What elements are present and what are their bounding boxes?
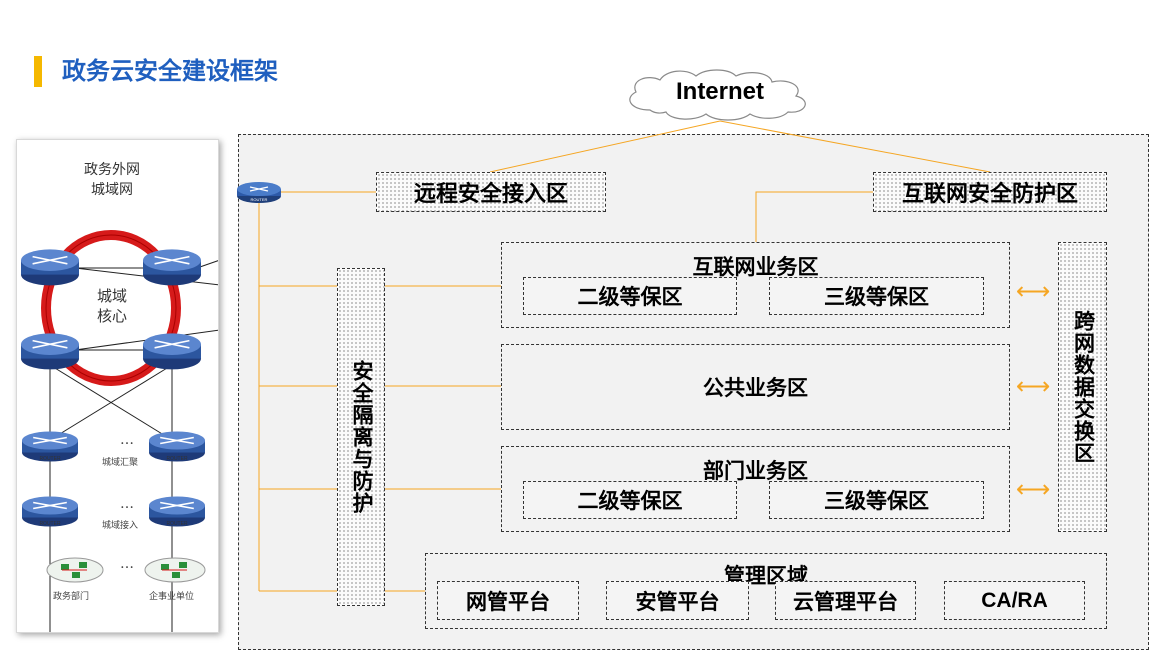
dept-business-label: 部门业务区 (703, 460, 808, 483)
internet-protection-zone: 互联网安全防护区 (873, 172, 1107, 212)
router-tag-label: ROUTER (39, 521, 61, 527)
cloud-management-platform: 云管理平台 (775, 581, 916, 620)
internet-business-zone: 互联网业务区 二级等保区 三级等保区 (501, 242, 1010, 328)
dept-level2-zone: 二级等保区 (523, 481, 737, 519)
router-tag-label: ROUTER (166, 521, 188, 527)
remote-access-zone: 远程安全接入区 (376, 172, 606, 212)
network-management-platform: 网管平台 (437, 581, 579, 620)
management-zone: 管理区域 网管平台 安管平台 云管理平台 CA/RA (425, 553, 1107, 629)
core-router-icon (21, 249, 79, 286)
dept-business-zone: 部门业务区 二级等保区 三级等保区 (501, 446, 1010, 532)
router-icon: ROUTER (237, 182, 281, 203)
ellipsis-aggregation: … (120, 432, 134, 448)
core-router-icon (143, 333, 201, 370)
internet-cloud-icon (629, 69, 806, 121)
aggregation-router-icon (22, 431, 78, 462)
dept-label: 政务部门 (53, 592, 90, 602)
bidirectional-arrow-icon: ⟷ (1016, 476, 1051, 503)
ca-ra-platform: CA/RA (944, 581, 1085, 620)
router-tag-label: ROUTER (39, 456, 61, 462)
aggregation-label: 城域汇聚 (102, 458, 139, 468)
core-router-icon (21, 333, 79, 370)
dept-level3-zone: 三级等保区 (769, 481, 984, 519)
svg-text:ROUTER: ROUTER (251, 197, 268, 202)
aggregation-router-icon (149, 431, 205, 462)
bidirectional-arrow-icon: ⟷ (1016, 373, 1051, 400)
bidirectional-arrow-icon: ⟷ (1016, 278, 1051, 305)
access-label: 城域接入 (102, 521, 139, 531)
ellipsis-depts: … (120, 556, 134, 572)
internet-level3-zone: 三级等保区 (769, 277, 984, 315)
internet-business-label: 互联网业务区 (692, 256, 819, 279)
access-router-icon (149, 496, 205, 527)
core-router-icon (143, 249, 201, 286)
internet-level2-zone: 二级等保区 (523, 277, 737, 315)
cross-network-exchange-zone: 跨网数据交换区 (1058, 242, 1107, 532)
internet-label: Internet (675, 78, 764, 105)
metro-network-caption: 政务外网 城域网 (84, 162, 140, 198)
metro-core-label: 城域 核心 (96, 287, 127, 325)
router-tag-label: ROUTER (166, 456, 188, 462)
security-isolation-zone: 安全隔离与防护 (337, 268, 385, 606)
public-business-zone: 公共业务区 (501, 344, 1010, 430)
page-title: 政务云安全建设框架 (62, 58, 278, 85)
enterprise-label: 企事业单位 (149, 592, 195, 602)
ellipsis-access: … (120, 496, 134, 512)
access-router-icon (22, 496, 78, 527)
metro-network-drawing: ROUTER ROUTER ROUTER ROUTER (21, 230, 218, 632)
security-management-platform: 安管平台 (606, 581, 749, 620)
title-accent-bar (34, 56, 42, 87)
